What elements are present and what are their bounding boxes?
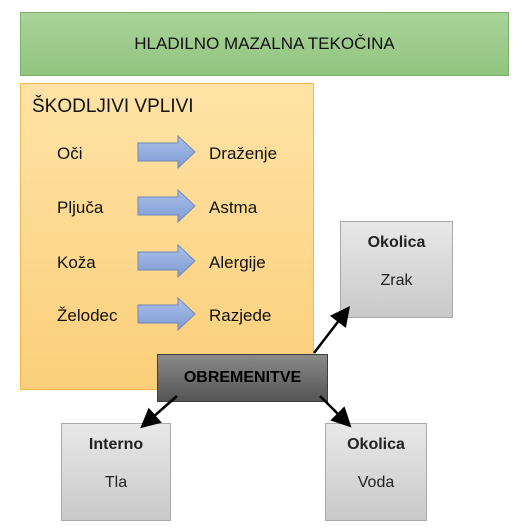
organ-label: Želodec [57, 306, 118, 325]
harmful-effects-heading: ŠKODLJIVI VPLIVI [32, 96, 194, 117]
box-heading: Interno [88, 436, 144, 453]
effect-label: Alergije [209, 253, 266, 272]
effect-label: Razjede [209, 306, 272, 325]
environment-water-box: Okolica Voda [325, 423, 427, 521]
box-value: Tla [104, 474, 128, 491]
organ-label: Oči [57, 144, 83, 163]
arrow-right-icon [137, 188, 196, 224]
box-value: Voda [357, 474, 395, 491]
environment-air-box: Okolica Zrak [340, 221, 453, 318]
internal-soil-box: Interno Tla [61, 423, 171, 521]
arrow-right-icon [137, 296, 196, 332]
effect-label: Draženje [209, 144, 278, 163]
box-value: Zrak [380, 272, 413, 289]
loads-label: OBREMENITVE [183, 369, 302, 386]
harmful-effects-box [20, 83, 314, 390]
arrow-right-icon [137, 243, 196, 279]
organ-label: Pljuča [57, 198, 104, 217]
box-heading: Okolica [347, 436, 405, 453]
title-box: HLADILNO MAZALNA TEKOČINA [20, 12, 509, 76]
arrow-right-icon [137, 134, 196, 170]
effect-label: Astma [209, 198, 258, 217]
diagram-title: HLADILNO MAZALNA TEKOČINA [134, 34, 395, 53]
loads-box: OBREMENITVE [157, 354, 328, 402]
box-heading: Okolica [367, 234, 426, 251]
organ-label: Koža [57, 253, 96, 272]
